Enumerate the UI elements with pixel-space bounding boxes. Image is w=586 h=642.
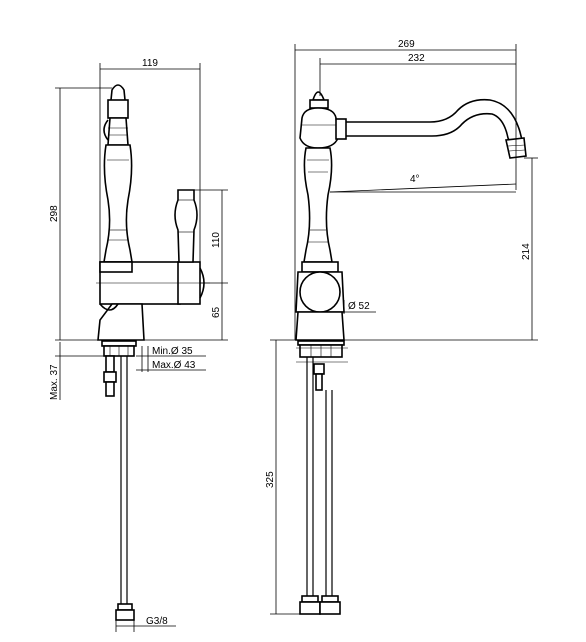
front-view [295,91,527,615]
dim-side-height: 298 [49,205,60,222]
dim-spout-angle: 4° [410,174,420,185]
dim-lever-height: 110 [211,232,222,248]
dim-front-spout-reach: 232 [408,53,425,64]
dim-max-diameter: Max.Ø 43 [152,360,196,371]
front-dimensions: 269 232 4° 214 Ø 52 325 [265,39,538,615]
dim-hose-length: 325 [265,471,276,488]
dim-max-thickness: Max. 37 [49,364,60,400]
side-dimensions: 119 298 110 65 Max. 37 Min.Ø 35 Max.Ø 43… [49,58,228,632]
dim-front-height: 214 [521,243,532,260]
dim-side-width: 119 [142,58,158,69]
dim-front-total-width: 269 [398,39,415,50]
dim-body-diameter: Ø 52 [348,301,370,312]
dim-min-diameter: Min.Ø 35 [152,346,193,357]
dim-body-height: 65 [211,306,222,318]
dim-thread: G3/8 [146,616,168,627]
